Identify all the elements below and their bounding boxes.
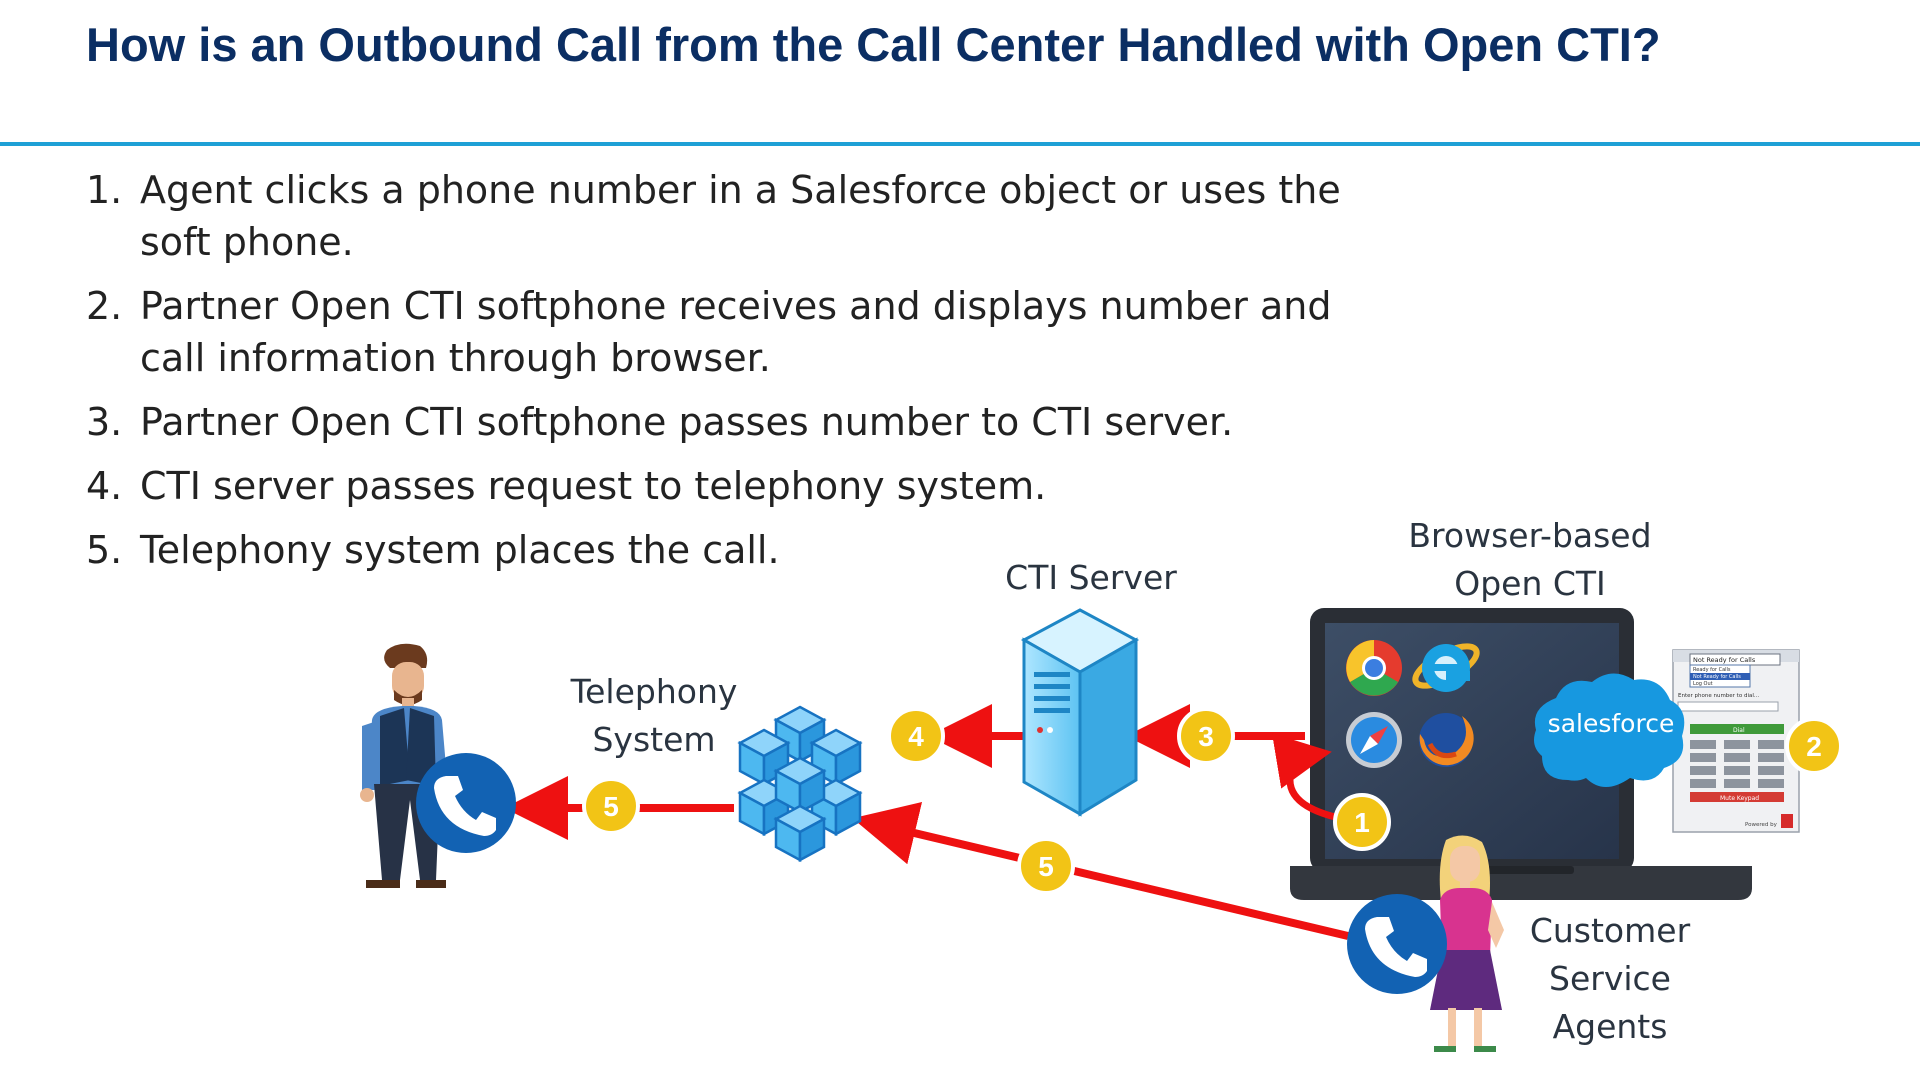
step-item: 2. Partner Open CTI softphone receives an…	[86, 280, 1386, 384]
step-badge-2: 2	[1785, 717, 1843, 775]
agents-label: Customer Service Agents	[1529, 911, 1691, 1046]
flow-arrows	[504, 704, 1363, 940]
step-text: Partner Open CTI softphone passes number…	[140, 400, 1234, 444]
salesforce-logo-text: salesforce	[1548, 709, 1675, 738]
step-badge-5: 5	[582, 777, 640, 835]
softphone-prompt: Enter phone number to dial...	[1678, 693, 1759, 699]
softphone-option: Not Ready for Calls	[1693, 674, 1741, 680]
steps-list: 1. Agent clicks a phone number in a Sales…	[86, 164, 1386, 588]
firefox-icon	[1419, 713, 1474, 767]
agent-person-icon	[1430, 835, 1504, 1052]
badge-number: 1	[1354, 807, 1370, 838]
arrow-step-1	[1271, 733, 1363, 826]
badge-number: 5	[1038, 851, 1054, 882]
step-number: 1.	[86, 168, 123, 212]
step-item: 3. Partner Open CTI softphone passes numb…	[86, 396, 1386, 448]
phone-icon	[1347, 894, 1447, 994]
slide-title: How is an Outbound Call from the Call Ce…	[86, 18, 1661, 71]
softphone-mute-label: Mute Keypad	[1720, 795, 1759, 802]
chrome-icon	[1346, 640, 1402, 696]
telephony-label: Telephony System	[570, 672, 738, 759]
phone-icon	[416, 753, 516, 853]
step-item: 4. CTI server passes request to telephony…	[86, 460, 1386, 512]
softphone-option: Log Out	[1693, 681, 1713, 687]
browser-label: Browser-based Open CTI	[1408, 516, 1652, 603]
ie-icon	[1412, 643, 1480, 692]
step-item: 5. Telephony system places the call.	[86, 524, 1386, 576]
step-number: 3.	[86, 400, 123, 444]
safari-icon	[1346, 712, 1402, 768]
arrow-step-5-in	[852, 801, 1349, 940]
step-badge-4: 4	[887, 707, 945, 765]
cubes-icon	[737, 705, 863, 863]
softphone-dial-label: Dial	[1733, 727, 1745, 734]
step-text: CTI server passes request to telephony s…	[140, 464, 1047, 508]
server-icon	[1020, 608, 1140, 817]
badge-number: 2	[1806, 731, 1822, 762]
softphone-keypad	[1690, 740, 1784, 788]
badge-number: 5	[603, 791, 619, 822]
step-number: 5.	[86, 528, 123, 572]
softphone-option: Ready for Calls	[1693, 667, 1731, 673]
salesforce-logo: salesforce	[1534, 673, 1685, 787]
cti-server-label: CTI Server	[1005, 558, 1177, 597]
step-number: 4.	[86, 464, 123, 508]
softphone-panel: Not Ready for Calls Ready for Calls Not …	[1672, 649, 1800, 833]
partner-logo-icon	[1781, 814, 1793, 828]
step-badge-5-return: 5	[1017, 837, 1075, 895]
badge-number: 3	[1198, 721, 1214, 752]
step-text: Agent clicks a phone number in a Salesfo…	[140, 168, 1341, 264]
title-underline	[0, 142, 1920, 146]
step-number: 2.	[86, 284, 123, 328]
softphone-powered-by: Powered by	[1745, 822, 1778, 828]
step-text: Partner Open CTI softphone receives and …	[140, 284, 1332, 380]
step-badge-3: 3	[1177, 707, 1235, 765]
step-text: Telephony system places the call.	[140, 528, 780, 572]
step-badge-1: 1	[1333, 793, 1391, 851]
step-item: 1. Agent clicks a phone number in a Sales…	[86, 164, 1386, 268]
badge-number: 4	[908, 721, 924, 752]
softphone-status: Not Ready for Calls	[1693, 656, 1756, 664]
